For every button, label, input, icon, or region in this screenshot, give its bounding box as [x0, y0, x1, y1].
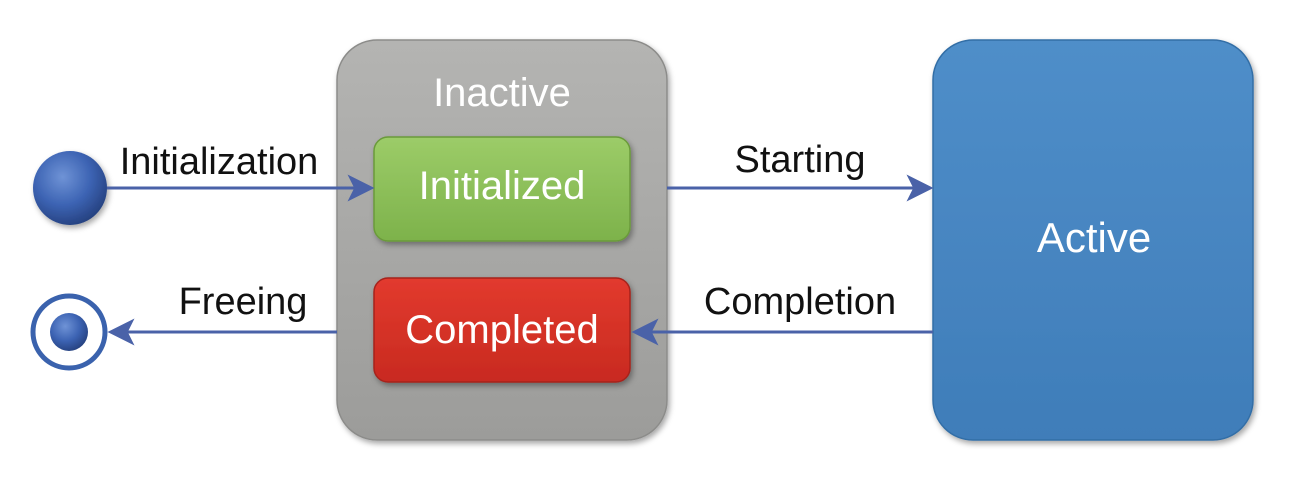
initial-pseudostate-icon: [33, 151, 107, 225]
completed-state: [373, 277, 631, 383]
starting-label: Starting: [735, 139, 866, 181]
freeing-label: Freeing: [179, 281, 308, 323]
initialization-label: Initialization: [120, 141, 319, 183]
active-state: [932, 39, 1254, 441]
inactive-state-label: Inactive: [433, 71, 571, 115]
active-state-label: Active: [1037, 214, 1151, 261]
completed-state-label: Completed: [405, 308, 598, 352]
initialized-state-label: Initialized: [419, 164, 586, 208]
completion-label: Completion: [704, 281, 896, 323]
final-pseudostate-icon: [30, 293, 108, 371]
